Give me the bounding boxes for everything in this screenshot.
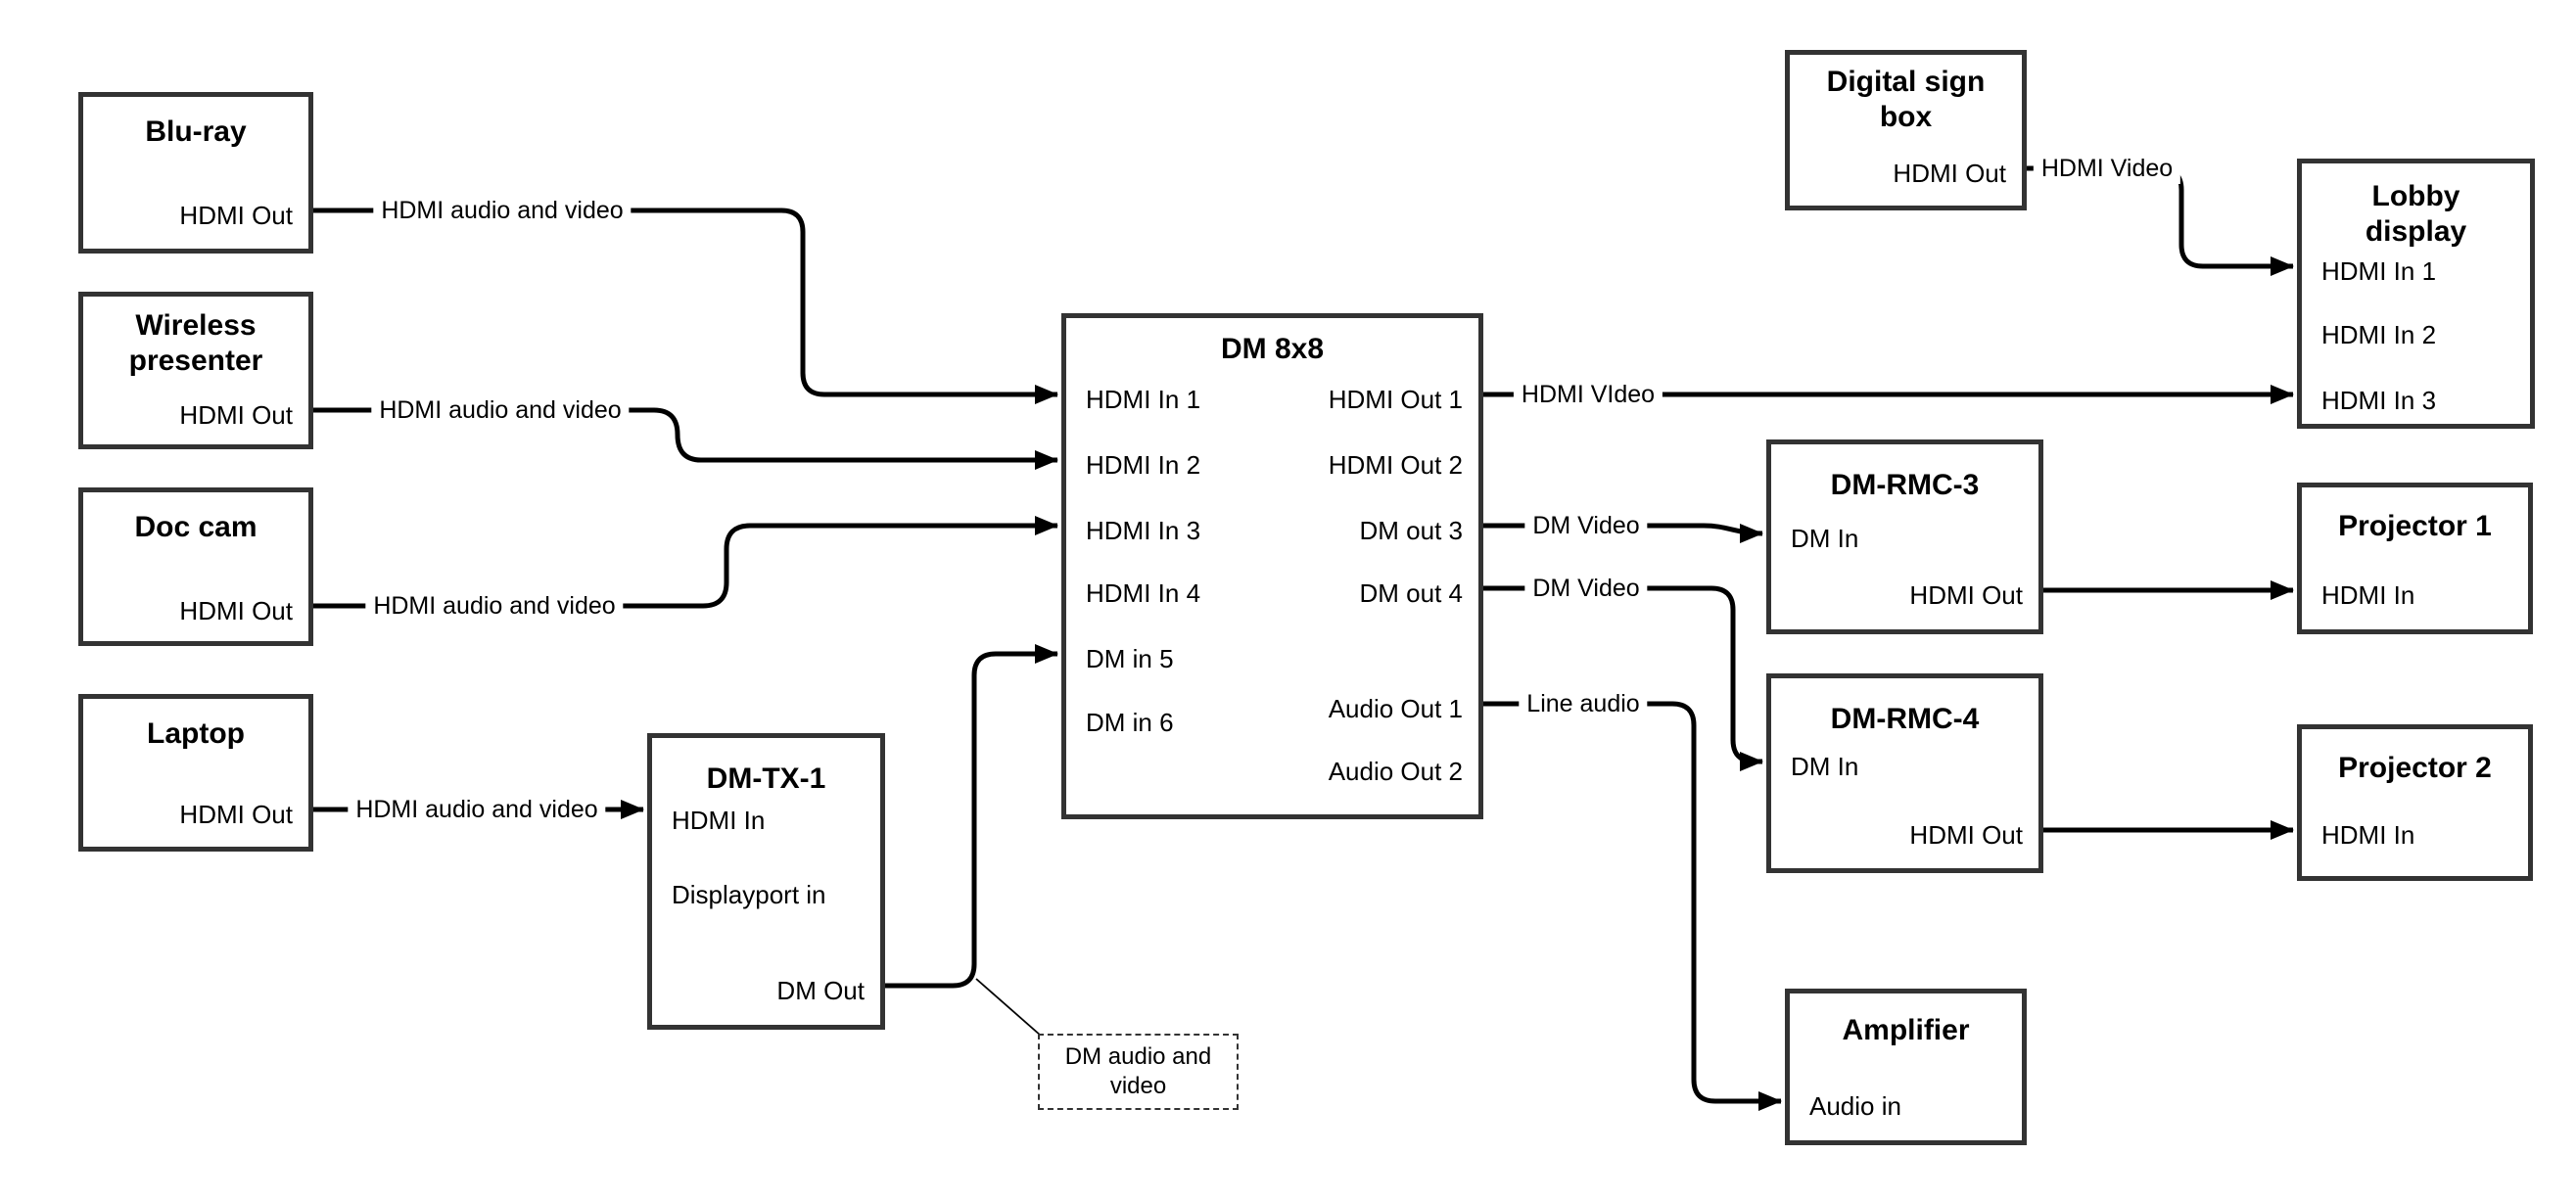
node-amplifier: Amplifier Audio in [1785,989,2027,1145]
node-title: Amplifier [1842,1014,1970,1046]
port-dm-out: DM Out [776,976,865,1005]
port-hdmi-in: HDMI In [2321,580,2415,610]
wire-dm8x8-out4-to-dmrmc4-dmin [1483,585,1763,771]
port-audio-in: Audio in [1809,1091,1901,1121]
node-dm-tx-1: DM-TX-1 HDMI In Displayport in DM Out [647,733,885,1030]
node-lobby-display: Lobby display HDMI In 1 HDMI In 2 HDMI I… [2297,159,2535,429]
wire-label-bluray: HDMI audio and video [373,195,632,226]
node-title: Lobby display [2365,180,2467,248]
port-dm-out-3: DM out 3 [1359,516,1464,545]
wire-doccam-to-dm8x8-in3 [313,516,1058,609]
port-dm-in: DM In [1791,524,1859,553]
node-dm-8x8: DM 8x8 HDMI In 1 HDMI In 2 HDMI In 3 HDM… [1061,313,1483,819]
port-hdmi-out: HDMI Out [179,596,293,625]
node-title: Blu-ray [145,115,247,148]
port-hdmi-out: HDMI Out [1909,580,2023,610]
wire-dmtx1-dmout-to-dm8x8-in5 [885,644,1058,989]
node-title: DM-TX-1 [706,762,826,795]
wire-dm8x8-audio1-to-amplifier [1483,701,1782,1111]
port-hdmi-in-4: HDMI In 4 [1086,578,1201,608]
node-bluray: Blu-ray HDMI Out [78,92,313,254]
port-displayport-in: Displayport in [672,880,826,909]
wire-label-hdmi-video-sign: HDMI Video [2033,153,2181,184]
node-projector-2: Projector 2 HDMI In [2297,724,2533,881]
port-hdmi-out: HDMI Out [179,201,293,230]
port-dm-in-6: DM in 6 [1086,708,1174,737]
port-hdmi-out-1: HDMI Out 1 [1328,385,1463,414]
port-dm-out-4: DM out 4 [1359,578,1464,608]
port-audio-out-2: Audio Out 2 [1328,757,1463,786]
wire-bluray-to-dm8x8-in1 [313,208,1058,404]
port-dm-in-5: DM in 5 [1086,644,1174,673]
node-title: Digital sign box [1826,66,1986,133]
port-hdmi-out: HDMI Out [179,800,293,829]
node-laptop: Laptop HDMI Out [78,694,313,852]
note-text: DM audio and video [1064,1043,1212,1099]
port-hdmi-out-2: HDMI Out 2 [1328,450,1463,480]
port-hdmi-out: HDMI Out [1893,159,2006,188]
node-digital-sign-box: Digital sign box HDMI Out [1785,50,2027,210]
wire-label-dm-video-out3: DM Video [1524,510,1648,541]
node-doc-cam: Doc cam HDMI Out [78,487,313,646]
node-dm-rmc-3: DM-RMC-3 DM In HDMI Out [1766,439,2043,634]
wire-dm8x8-out3-to-dmrmc3-dmin [1483,523,1763,543]
node-projector-1: Projector 1 HDMI In [2297,483,2533,634]
port-hdmi-in: HDMI In [672,806,766,835]
wire-label-wireless: HDMI audio and video [371,394,630,426]
port-hdmi-in-3: HDMI In 3 [1086,516,1201,545]
wire-label-hdmi-video-out1: HDMI VIdeo [1513,379,1663,410]
node-title: Projector 2 [2338,752,2492,784]
node-title: DM-RMC-4 [1830,703,1980,735]
port-hdmi-out: HDMI Out [179,400,293,430]
port-audio-out-1: Audio Out 1 [1328,694,1463,723]
node-title: DM 8x8 [1220,333,1325,365]
node-title: Laptop [147,717,245,750]
port-hdmi-out: HDMI Out [1909,820,2023,850]
wire-label-laptop: HDMI audio and video [348,794,606,825]
wire-label-line-audio: Line audio [1519,688,1648,719]
node-title: Doc cam [134,511,258,543]
port-hdmi-in-2: HDMI In 2 [2321,320,2437,349]
note-dm-audio-video: DM audio and video [1038,1034,1239,1110]
port-hdmi-in-3: HDMI In 3 [2321,386,2437,415]
node-wireless-presenter: Wireless presenter HDMI Out [78,292,313,449]
wire-label-doccam: HDMI audio and video [365,590,624,622]
port-hdmi-in-1: HDMI In 1 [2321,256,2437,286]
wire-label-dm-video-out4: DM Video [1524,573,1648,604]
node-title: Projector 1 [2338,510,2492,542]
note-callout-line [975,978,1042,1037]
wire-wireless-to-dm8x8-in2 [313,407,1058,470]
port-hdmi-in-2: HDMI In 2 [1086,450,1201,480]
node-title: DM-RMC-3 [1830,469,1980,501]
node-title: Wireless presenter [128,309,263,377]
port-hdmi-in: HDMI In [2321,820,2415,850]
port-dm-in: DM In [1791,752,1859,781]
node-dm-rmc-4: DM-RMC-4 DM In HDMI Out [1766,673,2043,873]
port-hdmi-in-1: HDMI In 1 [1086,385,1201,414]
